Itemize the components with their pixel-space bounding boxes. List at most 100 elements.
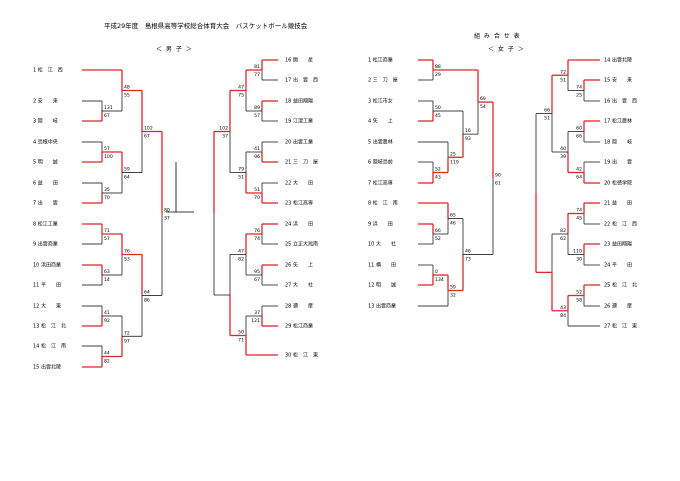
girls-heading: ＜ 女 子 ＞ xyxy=(488,46,525,53)
match-score: 66 xyxy=(544,108,550,114)
match-score: 93 xyxy=(465,136,471,142)
team-name: 8 松 江 南 xyxy=(368,200,398,207)
match-score: 92 xyxy=(104,318,110,324)
team-name: 7 出 雲 xyxy=(33,200,58,207)
match-score: 72 xyxy=(560,69,566,75)
team-name: 19 出 雲 xyxy=(604,159,632,166)
match-score: 119 xyxy=(450,159,459,165)
team-name: 18 益田翔陽 xyxy=(285,98,313,105)
match-score: 82 xyxy=(238,257,244,263)
team-name: 29 松江商業 xyxy=(285,323,313,330)
team-name: 3 松江市女 xyxy=(368,98,393,105)
team-name: 27 大 社 xyxy=(285,282,313,289)
match-score: 96 xyxy=(254,154,260,160)
team-name: 13 出雲商業 xyxy=(368,303,396,310)
match-score: 72 xyxy=(124,330,130,336)
team-name: 24 浜 田 xyxy=(285,221,313,228)
match-score: 50 xyxy=(435,105,441,111)
team-name: 6 隠岐島前 xyxy=(368,159,393,166)
match-score: 89 xyxy=(254,105,260,111)
match-score: 66 xyxy=(435,228,441,234)
match-score: 29 xyxy=(435,72,441,78)
team-name: 22 大 田 xyxy=(285,180,313,187)
team-name: 22 松 江 西 xyxy=(604,221,637,228)
match-score: 64 xyxy=(124,175,130,181)
match-score: 51 xyxy=(254,187,260,193)
team-name: 25 立正大淞南 xyxy=(285,241,318,248)
match-score: 134 xyxy=(435,277,444,283)
team-name: 10 浜田商業 xyxy=(33,262,61,269)
match-score: 0 xyxy=(435,269,438,275)
match-score: 82 xyxy=(560,228,566,234)
team-name: 24 平 田 xyxy=(604,263,632,269)
team-name: 28 邇 摩 xyxy=(285,303,313,310)
match-score: 81 xyxy=(254,64,260,70)
team-name: 15 安 来 xyxy=(604,77,632,84)
match-score: 39 xyxy=(560,154,566,160)
match-score: 41 xyxy=(254,146,260,152)
match-score: 102 xyxy=(144,126,153,132)
match-score: 58 xyxy=(576,298,582,304)
match-score: 16 xyxy=(465,128,471,134)
match-score: 88 xyxy=(435,64,441,70)
match-score: 51 xyxy=(238,175,244,181)
team-name: 5 明 誠 xyxy=(33,159,58,166)
team-name: 2 三 刀 屋 xyxy=(368,78,398,84)
team-name: 20 松徳学院 xyxy=(604,180,632,187)
team-name: 19 江津工業 xyxy=(285,118,313,125)
team-name: 4 島根中央 xyxy=(33,139,58,146)
team-name: 4 矢 上 xyxy=(368,118,393,125)
team-name: 12 明 誠 xyxy=(368,282,396,289)
match-score: 48 xyxy=(124,85,130,91)
match-score: 46 xyxy=(465,249,471,255)
match-score: 82 xyxy=(104,359,110,365)
match-score: 76 xyxy=(124,249,130,255)
match-score: 45 xyxy=(435,113,441,119)
match-score: 100 xyxy=(104,154,113,160)
team-name: 10 大 社 xyxy=(368,241,396,248)
match-score: 86 xyxy=(144,297,150,303)
team-name: 3 隠 岐 xyxy=(33,118,58,125)
team-name: 14 出雲北陵 xyxy=(604,57,632,64)
match-score: 52 xyxy=(435,236,441,242)
match-score: 41 xyxy=(104,310,110,316)
match-score: 95 xyxy=(254,269,260,275)
match-score: 102 xyxy=(219,126,228,132)
team-name: 18 隠 岐 xyxy=(604,139,632,146)
match-score: 62 xyxy=(560,236,566,242)
team-name: 1 松 江 西 xyxy=(33,67,63,74)
match-score: 67 xyxy=(104,113,110,119)
match-score: 44 xyxy=(104,351,110,357)
team-name: 16 出 雲 西 xyxy=(604,98,637,105)
match-score: 43 xyxy=(435,175,441,181)
match-score: 65 xyxy=(450,213,456,219)
match-score: 57 xyxy=(104,146,110,152)
team-name: 9 浜 田 xyxy=(368,221,393,228)
match-score: 131 xyxy=(104,105,113,111)
match-score: 63 xyxy=(104,269,110,275)
match-score: 67 xyxy=(144,134,150,140)
team-name: 8 松江工業 xyxy=(33,221,58,228)
match-score: 45 xyxy=(576,216,582,222)
team-name: 5 出雲農林 xyxy=(368,139,393,146)
match-score: 14 xyxy=(104,277,110,283)
team-name: 25 松 江 北 xyxy=(604,282,637,289)
match-score: 40 xyxy=(560,146,566,152)
match-score: 69 xyxy=(480,96,486,102)
match-score: 32 xyxy=(450,293,456,299)
match-score: 67 xyxy=(254,277,260,283)
match-score: 47 xyxy=(238,249,244,255)
match-score: 97 xyxy=(124,338,130,344)
match-score: 46 xyxy=(450,221,456,227)
match-score: 84 xyxy=(560,313,566,319)
match-score: 64 xyxy=(576,175,582,181)
match-score: 53 xyxy=(124,257,130,263)
team-name: 20 出雲工業 xyxy=(285,139,313,146)
match-score: 73 xyxy=(465,257,471,263)
match-score: 71 xyxy=(238,338,244,344)
match-score: 30 xyxy=(576,257,582,263)
match-score: 51 xyxy=(560,77,566,83)
team-name: 16 開 星 xyxy=(285,58,313,64)
